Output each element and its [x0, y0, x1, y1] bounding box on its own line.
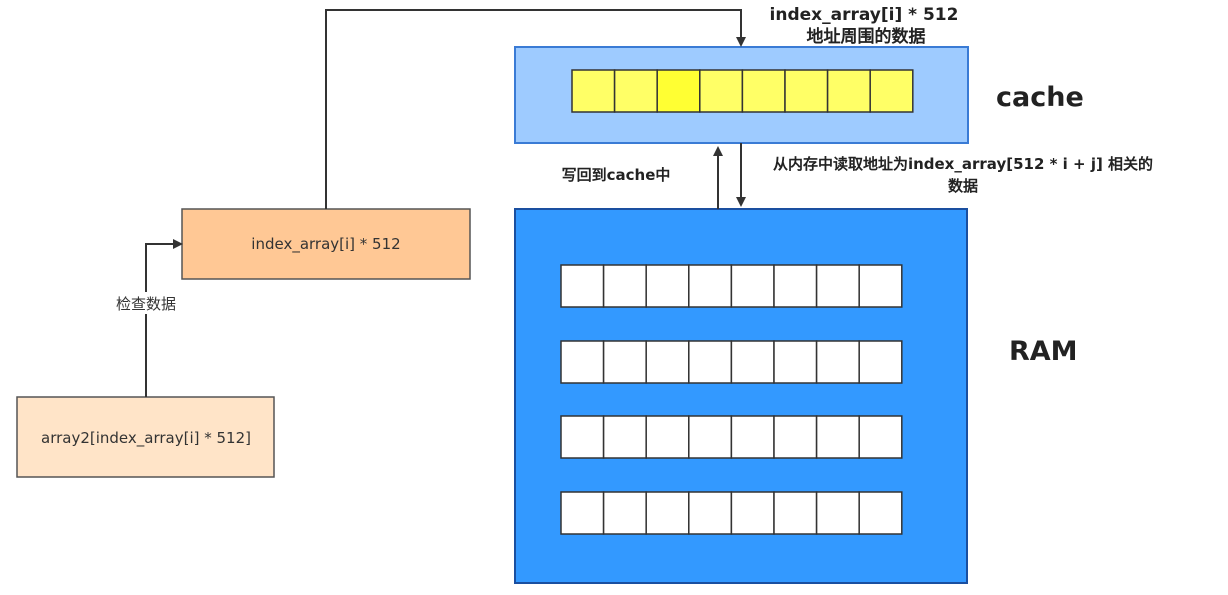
ram-cell [560, 264, 605, 308]
ram-cell [858, 264, 903, 308]
ram-cell [560, 340, 605, 384]
cache-cell [613, 69, 658, 113]
ram-cell [815, 415, 860, 459]
ram-cell [645, 264, 690, 308]
ram-cell [815, 491, 860, 535]
ram-cell [815, 340, 860, 384]
ram-cell [773, 491, 818, 535]
cache-cell [699, 69, 744, 113]
ram-cell [602, 491, 647, 535]
check-data-label-bg [108, 292, 184, 314]
ram-cell [688, 340, 733, 384]
cache-cells [571, 69, 914, 113]
cache-cell [826, 69, 871, 113]
cache-cell [656, 69, 701, 113]
cache-cell [571, 69, 616, 113]
ram-cell [645, 340, 690, 384]
cache-top-label-line2: 地址周围的数据 [807, 26, 926, 47]
ram-cell [602, 415, 647, 459]
index-array-box-label: index_array[i] * 512 [251, 235, 400, 254]
ram-cell [645, 415, 690, 459]
check-data-label: 检查数据 [116, 295, 176, 313]
ram-cell [858, 415, 903, 459]
ram-cell [688, 264, 733, 308]
index-array-box [181, 208, 471, 280]
cache-cell [869, 69, 914, 113]
ram-cell [858, 491, 903, 535]
ram-cell [773, 340, 818, 384]
ram-cell [858, 340, 903, 384]
ram-cell [730, 340, 775, 384]
array2-box-label: array2[index_array[i] * 512] [41, 429, 251, 448]
read-label-line1: 从内存中读取地址为index_array[512 * i + j] 相关的 [773, 155, 1153, 173]
ram-cell [688, 415, 733, 459]
ram-cell [688, 491, 733, 535]
ram-cell [560, 491, 605, 535]
ram-cell [773, 415, 818, 459]
cache-top-label-line1: index_array[i] * 512 [770, 5, 959, 25]
ram-cell [730, 491, 775, 535]
cache-title: cache [996, 82, 1084, 113]
ram-cell [645, 491, 690, 535]
ram-title: RAM [1009, 336, 1078, 367]
ram-cell [773, 264, 818, 308]
ram-cell [730, 415, 775, 459]
array2-box [16, 396, 275, 478]
read-label-line2: 数据 [948, 177, 978, 195]
ram-rows [560, 264, 903, 535]
index-to-cache-arrow [325, 9, 746, 209]
ram-cell [602, 340, 647, 384]
cache-cell [784, 69, 829, 113]
ram-cell [815, 264, 860, 308]
check-data-arrow [145, 239, 183, 397]
ram-cell [730, 264, 775, 308]
cache-cell [741, 69, 786, 113]
ram-cell [602, 264, 647, 308]
write-back-label: 写回到cache中 [562, 166, 671, 184]
ram-cell [560, 415, 605, 459]
